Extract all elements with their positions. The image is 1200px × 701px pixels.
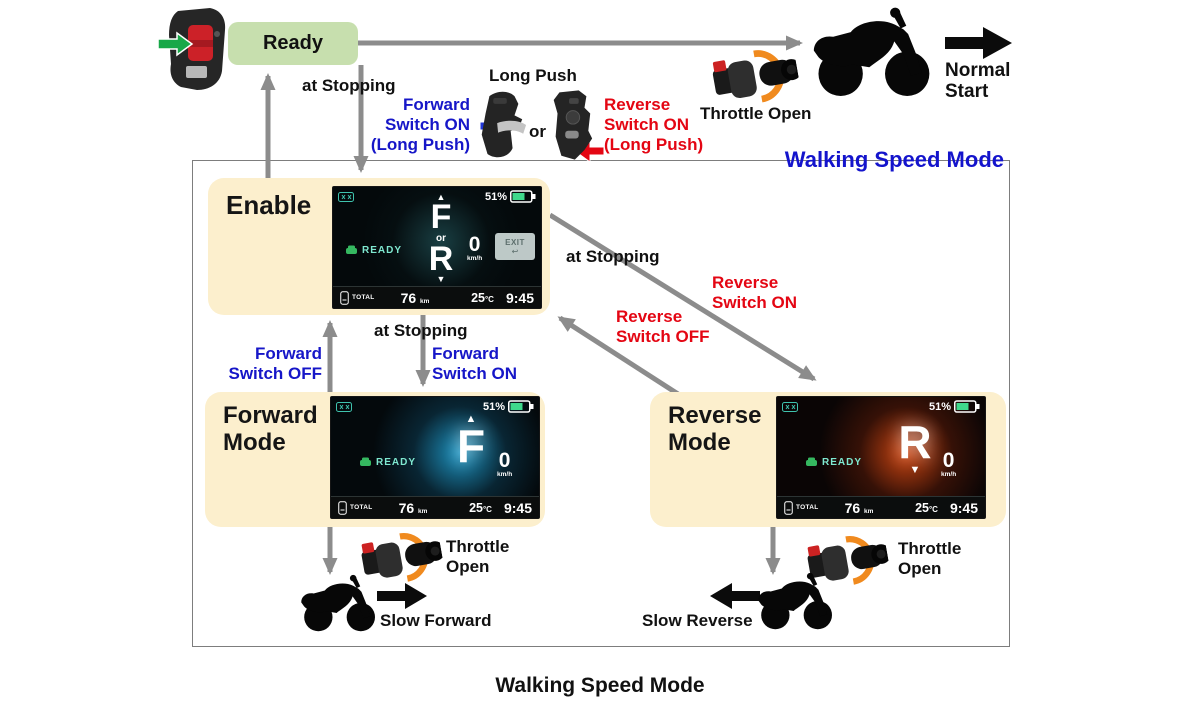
- battery-icon: [510, 190, 536, 203]
- odometer-unit: km: [420, 297, 430, 305]
- odometer-value: 76 km: [844, 499, 874, 516]
- label-reverse-switch-off: Reverse Switch OFF: [616, 307, 710, 346]
- total-odometer-icon: [338, 500, 347, 515]
- battery-percent: 51%: [928, 400, 951, 413]
- gear-f: F: [430, 198, 452, 236]
- status-indicator-icon: [336, 401, 352, 412]
- screen-status-bar: TOTAL 76 km 25°C 9:45: [333, 286, 541, 308]
- status-indicator-icon: [338, 191, 354, 202]
- odometer-value: 76 km: [400, 289, 430, 306]
- forward-mode-label: Forward Mode: [223, 402, 318, 456]
- forward-switch-image: [474, 90, 528, 162]
- temperature: 25°C: [471, 290, 494, 305]
- clock: 9:45: [949, 499, 978, 516]
- motorcycle-silhouette-forward: [300, 574, 378, 633]
- battery-icon: [954, 400, 980, 413]
- label-forward-switch-on: Forward Switch ON: [432, 344, 518, 383]
- gear-f: F: [456, 420, 486, 472]
- ready-indicator: READY: [345, 245, 402, 256]
- label-reverse-switch-on: Reverse Switch ON: [712, 273, 798, 312]
- total-odometer-icon: [784, 500, 793, 515]
- reverse-mode-label: Reverse Mode: [668, 402, 762, 456]
- temperature: 25°C: [469, 500, 492, 515]
- label-reverse-switch-on-long-push: Reverse Switch ON (Long Push): [604, 95, 704, 154]
- label-throttle-open-forward: Throttle Open: [446, 537, 510, 576]
- exit-button: EXIT ↩: [495, 233, 535, 260]
- reverse-screen: 51% R ▼ 0 km/h READY: [776, 396, 986, 519]
- normal-start-arrow: [945, 27, 1012, 59]
- gear-down-icon: ▼: [909, 464, 921, 476]
- battery-icon: [508, 400, 534, 413]
- clock: 9:45: [505, 289, 534, 306]
- throttle-grip-image-top: [708, 43, 802, 111]
- gear-up-icon: ▲: [436, 192, 446, 202]
- ready-indicator: READY: [359, 457, 416, 468]
- motorcycle-silhouette-top: [812, 6, 934, 99]
- walking-box-title: Walking Speed Mode: [784, 147, 1004, 172]
- forward-screen: 51% ▲ F 0 km/h READY: [330, 396, 540, 519]
- ready-indicator: READY: [805, 457, 862, 468]
- label-or: or: [529, 122, 546, 141]
- screen-status-bar: TOTAL 76 km 25°C 9:45: [777, 496, 985, 518]
- label-long-push: Long Push: [489, 66, 577, 85]
- temperature: 25°C: [915, 500, 938, 515]
- battery-percent: 51%: [482, 400, 505, 413]
- ready-label: Ready: [262, 32, 324, 54]
- speed-readout: 0 km/h: [941, 449, 957, 478]
- label-forward-switch-on-long-push: Forward Switch ON (Long Push): [370, 95, 470, 154]
- label-at-stopping-top: at Stopping: [302, 76, 396, 95]
- gear-indicator: ▲ F: [447, 413, 495, 472]
- screen-status-bar: TOTAL 76 km 25°C 9:45: [331, 496, 539, 518]
- gear-indicator: R ▼: [891, 416, 939, 477]
- diagram-caption: Walking Speed Mode: [495, 674, 705, 697]
- enable-label: Enable: [226, 190, 312, 220]
- gear-r: R: [428, 240, 454, 278]
- label-normal-start: Normal Start: [945, 60, 1011, 102]
- battery-percent: 51%: [484, 190, 507, 203]
- speed-readout: 0 km/h: [497, 449, 513, 478]
- gear-r: R: [898, 416, 932, 468]
- enable-screen: 51% ▲ F or R ▼ 0 km/h EXIT ↩: [332, 186, 542, 309]
- state-ready: Ready: [228, 22, 358, 65]
- gear-or: or: [436, 233, 446, 244]
- gear-up-icon: ▲: [465, 413, 477, 425]
- ev-ready-icon: [346, 245, 357, 254]
- motorcycle-silhouette-reverse: [757, 572, 835, 631]
- label-throttle-open-reverse: Throttle Open: [898, 539, 962, 578]
- total-odometer-icon: [340, 290, 349, 305]
- label-at-stopping-right: at Stopping: [566, 247, 660, 266]
- ev-ready-icon: [806, 457, 817, 466]
- label-at-stopping-mid: at Stopping: [374, 321, 468, 340]
- label-forward-switch-off: Forward Switch OFF: [228, 344, 323, 383]
- label-slow-reverse: Slow Reverse: [642, 611, 753, 630]
- odometer-value: 76 km: [398, 499, 428, 516]
- gear-down-icon: ▼: [436, 274, 446, 284]
- label-throttle-open-top: Throttle Open: [700, 104, 812, 123]
- reverse-switch-image: [546, 88, 596, 164]
- gear-indicator: ▲ F or R ▼: [419, 193, 463, 284]
- total-label: TOTAL: [352, 294, 375, 301]
- status-indicator-icon: [782, 401, 798, 412]
- ev-ready-icon: [360, 457, 371, 466]
- exit-return-icon: ↩: [511, 246, 519, 256]
- speed-readout: 0 km/h: [467, 233, 483, 262]
- state-forward-mode: Forward Mode 51% ▲ F 0: [205, 392, 545, 527]
- label-slow-forward: Slow Forward: [380, 611, 492, 630]
- state-reverse-mode: Reverse Mode 51% R ▼ 0: [650, 392, 1006, 527]
- clock: 9:45: [503, 499, 532, 516]
- state-enable: Enable 51% ▲ F or R ▼: [208, 178, 550, 315]
